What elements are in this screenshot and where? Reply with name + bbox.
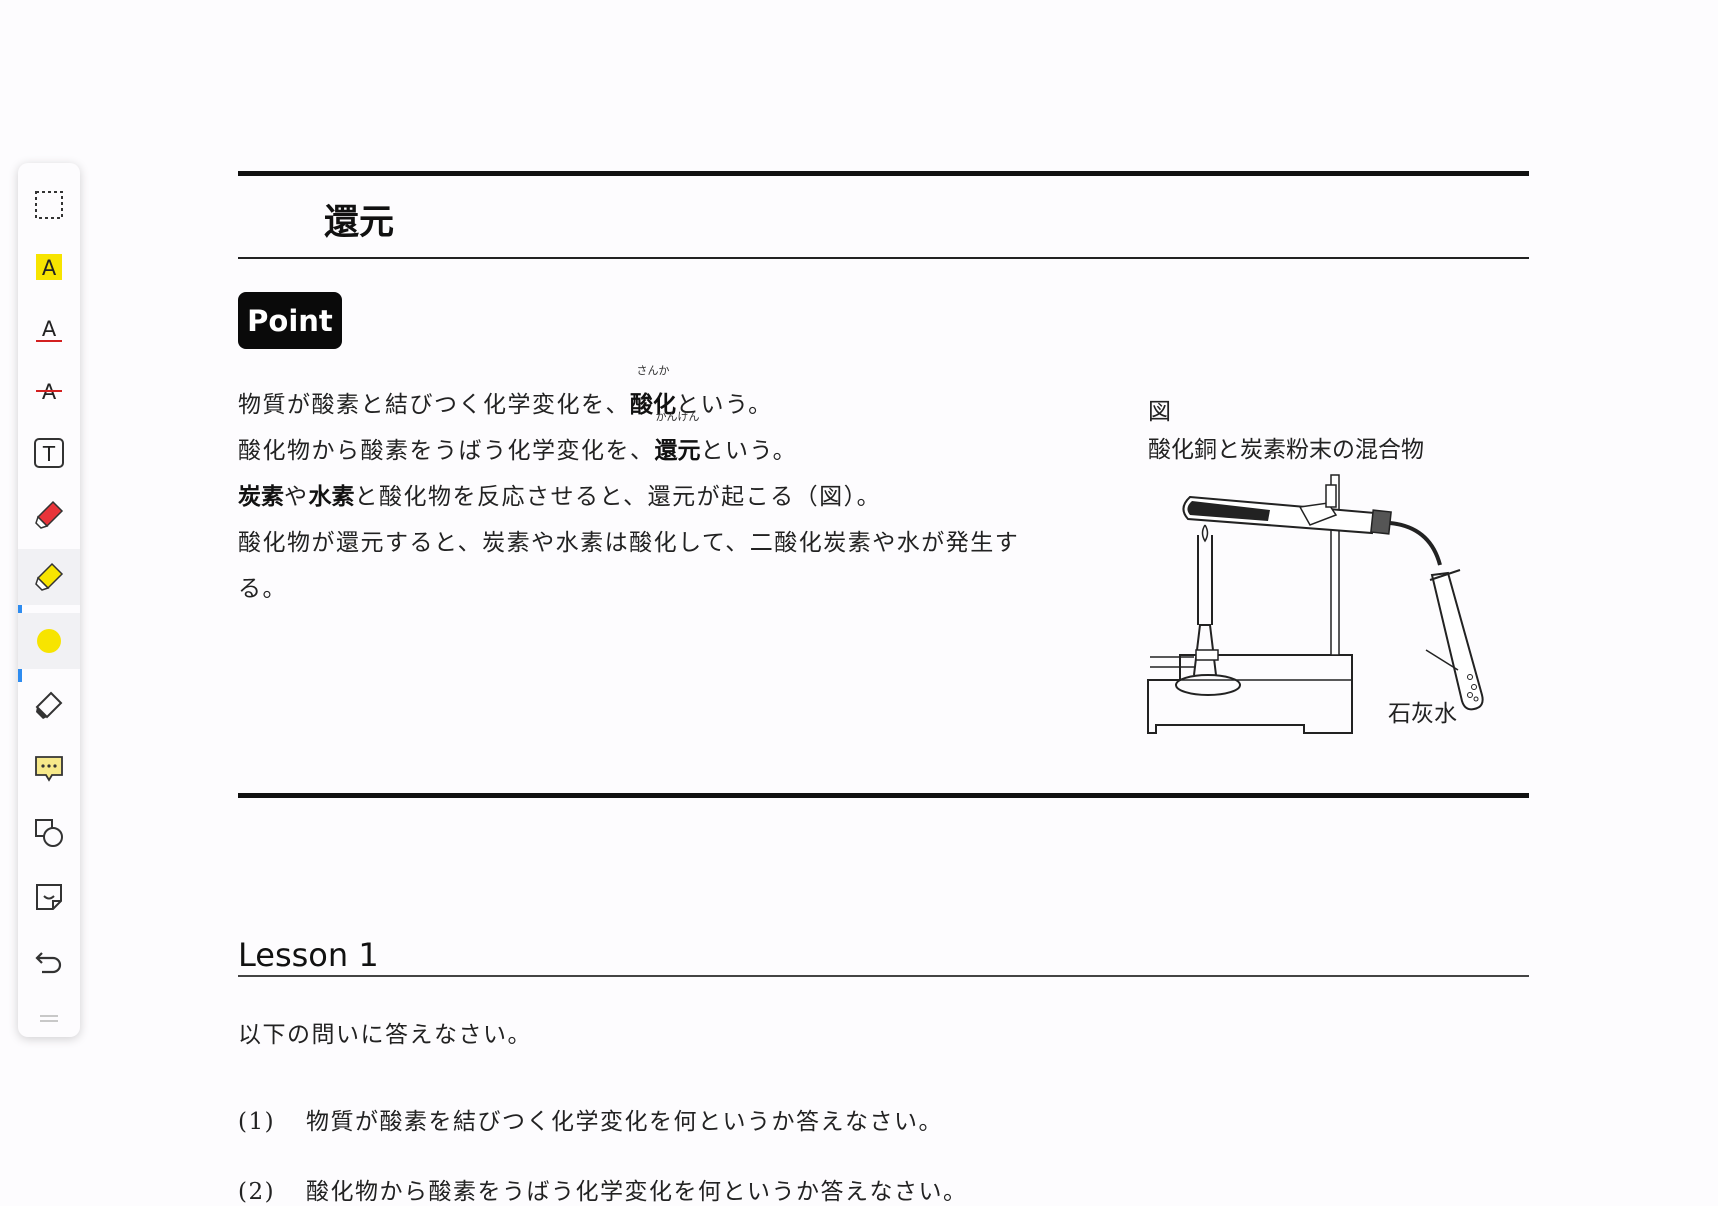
text-strikethrough-tool[interactable]: A	[18, 363, 80, 419]
text-underline-icon: A	[36, 317, 62, 342]
term-oxidation-ruby: さんか	[636, 364, 670, 377]
text-underline-glyph: A	[42, 317, 57, 341]
eraser-icon	[35, 691, 63, 719]
undo-button[interactable]	[18, 933, 80, 989]
paragraph-line-2: 酸化物から酸素をうばう化学変化を、還元 かんげんという。	[238, 410, 798, 465]
pen-tool[interactable]	[18, 487, 80, 543]
paragraph-line-1-text-a: 物質が酸素と結びつく化学変化を、	[238, 392, 630, 418]
shapes-tool[interactable]	[18, 805, 80, 861]
section-top-rule	[238, 171, 1529, 176]
term-oxidation: 酸化さんか	[630, 364, 676, 419]
text-underline-tool[interactable]: A	[18, 301, 80, 357]
paragraph-line-3-conj: や	[284, 484, 309, 510]
sticker-tool[interactable]	[18, 869, 80, 925]
term-carbon: 炭素	[238, 484, 284, 510]
paragraph-line-2-text-b: という。	[700, 438, 798, 464]
paragraph-line-5: る。	[238, 576, 287, 602]
color-swatch-icon	[37, 629, 61, 653]
paragraph-line-1-text-b: という。	[676, 392, 773, 418]
term-reduction-ruby: かんげん	[655, 410, 700, 423]
text-box-tool[interactable]: T	[18, 425, 80, 481]
text-box-icon: T	[34, 438, 64, 468]
term-reduction: 還元かんげん	[654, 410, 701, 465]
text-strikethrough-icon: A	[36, 380, 62, 404]
lesson-instruction: 以下の問いに答えなさい。	[238, 1022, 532, 1048]
section-title-rule	[238, 257, 1529, 259]
limewater-label: 石灰水	[1388, 701, 1457, 727]
pen-icon	[35, 500, 64, 529]
highlighter-tool[interactable]	[18, 549, 80, 605]
comment-icon	[35, 756, 63, 782]
paragraph-line-3: 炭素や水素と酸化物を反応させると、還元が起こる（図）。	[238, 477, 881, 511]
term-hydrogen: 水素	[308, 484, 355, 510]
highlighter-icon	[35, 562, 64, 591]
select-area-tool[interactable]	[18, 177, 80, 233]
question-1: (1) 物質が酸素を結びつく化学変化を何というか答えなさい。	[238, 1102, 943, 1136]
shapes-icon	[35, 819, 63, 847]
annotation-toolbar: A A A T	[18, 163, 80, 1037]
term-reduction-text: 還元	[654, 438, 701, 464]
section-bottom-rule	[238, 793, 1529, 798]
sticker-icon	[36, 884, 62, 910]
text-highlight-icon: A	[36, 254, 62, 280]
question-1-number: (1)	[238, 1109, 276, 1135]
comment-tool[interactable]	[18, 741, 80, 797]
figure-label: 図	[1148, 399, 1171, 425]
paragraph-line-1: 物質が酸素と結びつく化学変化を、酸化 さんかという。	[238, 364, 773, 419]
toolbar-grip[interactable]	[40, 1015, 58, 1017]
text-highlight-tool[interactable]: A	[18, 239, 80, 295]
color-swatch-button[interactable]	[18, 613, 80, 669]
section-title: 還元	[324, 203, 395, 243]
text-box-glyph: T	[42, 442, 56, 466]
point-badge: Point	[238, 292, 342, 349]
select-area-icon	[35, 191, 63, 219]
paragraph-line-4: 酸化物が還元すると、炭素や水素は酸化して、二酸化炭素や水が発生す	[238, 530, 1020, 556]
eraser-tool[interactable]	[18, 677, 80, 733]
figure-caption: 酸化銅と炭素粉末の混合物	[1148, 437, 1424, 463]
text-highlight-glyph: A	[42, 256, 57, 280]
experiment-apparatus-diagram	[1147, 474, 1484, 734]
toolbar-grip-line	[40, 1020, 58, 1022]
paragraph-line-3-text: と酸化物を反応させると、還元が起こる（図）。	[354, 484, 882, 510]
question-2-number: (2)	[238, 1179, 276, 1205]
paragraph-line-2-text-a: 酸化物から酸素をうばう化学変化を、	[238, 438, 655, 464]
lesson-title: Lesson 1	[238, 936, 379, 974]
undo-icon	[35, 952, 62, 974]
question-1-text: 物質が酸素を結びつく化学変化を何というか答えなさい。	[306, 1109, 943, 1135]
term-oxidation-text: 酸化	[630, 392, 676, 418]
question-2-text: 酸化物から酸素をうばう化学変化を何というか答えなさい。	[306, 1179, 968, 1205]
lesson-title-rule	[238, 975, 1529, 977]
question-2: (2) 酸化物から酸素をうばう化学変化を何というか答えなさい。	[238, 1172, 968, 1206]
